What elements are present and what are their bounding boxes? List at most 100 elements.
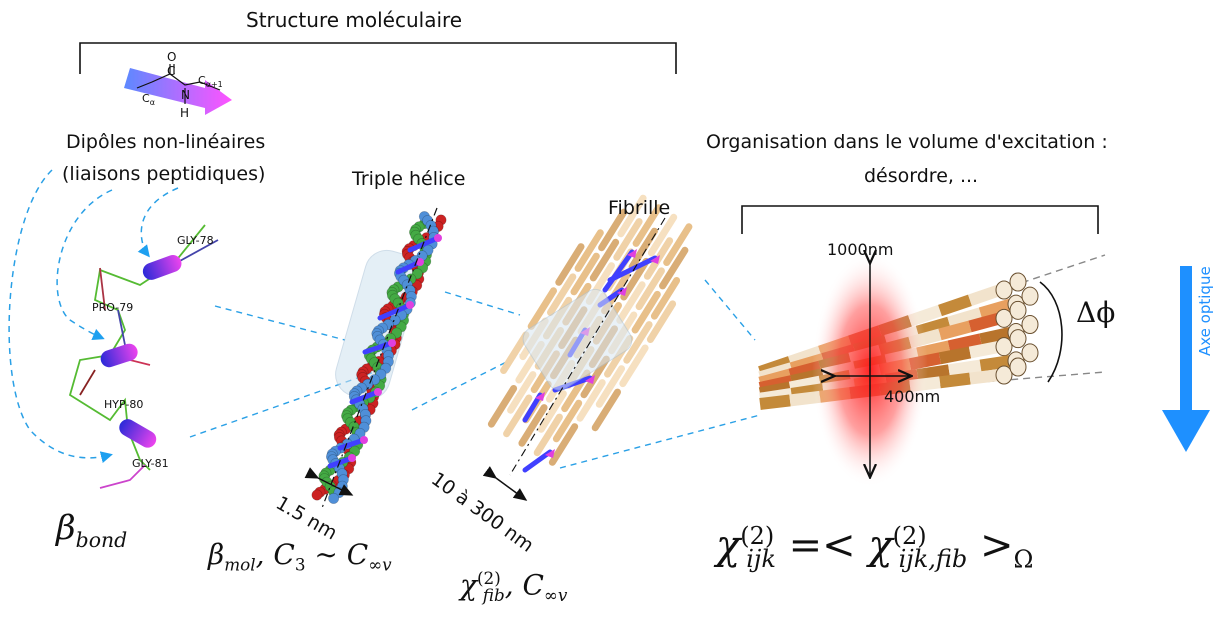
- fiber-segment: [978, 298, 1014, 320]
- dipoles-label-line2: (liaisons peptidiques): [62, 163, 266, 185]
- residue-label-pro79: PRO-79: [92, 301, 134, 314]
- fiber-segment: [968, 340, 1002, 359]
- fiber-end: [995, 337, 1013, 357]
- fiber-segment: [979, 326, 1014, 346]
- fiber-segment: [968, 284, 1002, 306]
- fibril-rod: [598, 208, 628, 252]
- helix-dipole-arrow-head: [388, 339, 396, 347]
- fiber-end: [1009, 300, 1027, 320]
- fiber-segment: [979, 354, 1013, 372]
- fibril-label: Fibrille: [608, 197, 671, 219]
- fiber-end: [995, 280, 1013, 300]
- fibril-dipole-arrow-head: [535, 392, 545, 401]
- fiber-segment: [939, 372, 971, 389]
- fiber-segment: [948, 359, 982, 377]
- fibril-diameter-arrow: [482, 466, 528, 501]
- fibril-rod: [646, 300, 677, 343]
- fiber-end: [995, 365, 1013, 385]
- fiber-segment: [938, 294, 972, 317]
- fiber-segment: [759, 394, 791, 410]
- equation-beta-mol: βmol, C3 ∼ C∞v: [208, 538, 392, 575]
- fibril-dipole-arrow: [607, 255, 658, 283]
- fiber-segment: [947, 307, 983, 329]
- fibril-rod: [616, 281, 646, 324]
- fibril-rod: [589, 238, 620, 282]
- atom-o: O: [167, 50, 177, 64]
- fibril-rod: [518, 404, 548, 447]
- fiber-end: [1021, 315, 1039, 334]
- fiber-end: [1009, 357, 1027, 377]
- triple-helix: [311, 207, 447, 509]
- fibril-dipole-arrow: [522, 392, 543, 423]
- peptide-backbone: [68, 224, 219, 489]
- atom-n: N: [181, 88, 190, 102]
- optical-axis-label: Axe optique: [1196, 266, 1214, 356]
- right-bracket: [741, 205, 1099, 234]
- focal-width-label: 400nm: [884, 387, 941, 406]
- fibril-rod: [487, 385, 518, 428]
- fiber-end: [1009, 329, 1027, 349]
- fibril-dipole-arrow-head: [545, 449, 555, 458]
- helix-dipole-arrow: [395, 259, 423, 275]
- helix-atom: [311, 489, 323, 501]
- fibril-rod: [631, 290, 661, 334]
- fibril-dipole-arrow-head: [585, 375, 595, 384]
- helix-dipole-arrow-head: [348, 454, 356, 462]
- focal-height-label: 1000nm: [827, 240, 894, 259]
- helix-dipole-arrow: [362, 340, 395, 355]
- fibril-rod: [503, 394, 533, 438]
- helix-dipole-arrow: [407, 235, 441, 253]
- fiber-end: [1009, 272, 1027, 292]
- fibril-dipole-arrow-head: [627, 249, 637, 258]
- fibril-rod: [647, 213, 678, 257]
- fibril-rod: [507, 371, 537, 414]
- fibril-rod: [619, 344, 649, 388]
- helix-diameter-arrow: [304, 467, 354, 496]
- atom-h: H: [180, 106, 190, 120]
- optical-axis-arrow: [1162, 266, 1210, 452]
- atom-calpha: Cα: [142, 92, 155, 108]
- helix-dipole-arrow-head: [360, 436, 368, 444]
- fibril-dipole-arrow-head: [650, 255, 660, 264]
- helix-dipole-arrow: [377, 302, 413, 321]
- fibril: [487, 194, 693, 476]
- peptide-bond-arrow: [124, 64, 232, 115]
- fiber-segment: [968, 312, 1002, 333]
- residue-label-gly81: GLY-81: [132, 457, 169, 470]
- delta-phi-label: Δϕ: [1076, 296, 1116, 329]
- fiber-segment: [947, 333, 982, 353]
- zoom-dashed-lines: [189, 279, 761, 469]
- helix-atom: [328, 492, 340, 504]
- fibril-dipole-arrow-head: [617, 287, 627, 296]
- helix-dipole-arrow-head: [416, 258, 424, 266]
- fibril-rod: [552, 399, 583, 443]
- fiber-segment: [938, 320, 972, 341]
- residue-label-gly78: GLY-78: [177, 234, 214, 247]
- fibril-rod: [628, 227, 658, 271]
- fibril-rod: [650, 277, 681, 320]
- fibril-rod: [632, 204, 662, 247]
- fiber-end: [995, 308, 1013, 328]
- fibril-rod: [533, 413, 563, 457]
- helix-dipole-arrow-head: [406, 301, 414, 309]
- fiber-segment: [969, 369, 1001, 385]
- atom-c: C: [167, 64, 176, 78]
- fibril-rod: [659, 246, 689, 290]
- fibril-rod: [613, 218, 643, 261]
- top-bracket: [79, 42, 677, 74]
- fiber-end: [1021, 343, 1039, 363]
- fibril-rod: [623, 321, 653, 364]
- fibril-rod: [663, 223, 693, 266]
- helix-dipole-arrow-head: [434, 234, 442, 242]
- focal-size-arrows: [833, 262, 910, 476]
- organisation-label-line2: désordre, ...: [864, 165, 979, 187]
- fibril-rod: [591, 388, 621, 432]
- dipole-pointer-arrows: [8, 169, 179, 464]
- fibril-dipole-arrow: [602, 249, 635, 293]
- fiber-end: [1021, 286, 1039, 306]
- helix-dipole-arrow: [337, 437, 367, 451]
- dipoles-label-line1: Dipôles non-linéaires: [66, 131, 266, 153]
- fibril-rod: [574, 229, 604, 272]
- delta-phi-arc: [1039, 281, 1063, 383]
